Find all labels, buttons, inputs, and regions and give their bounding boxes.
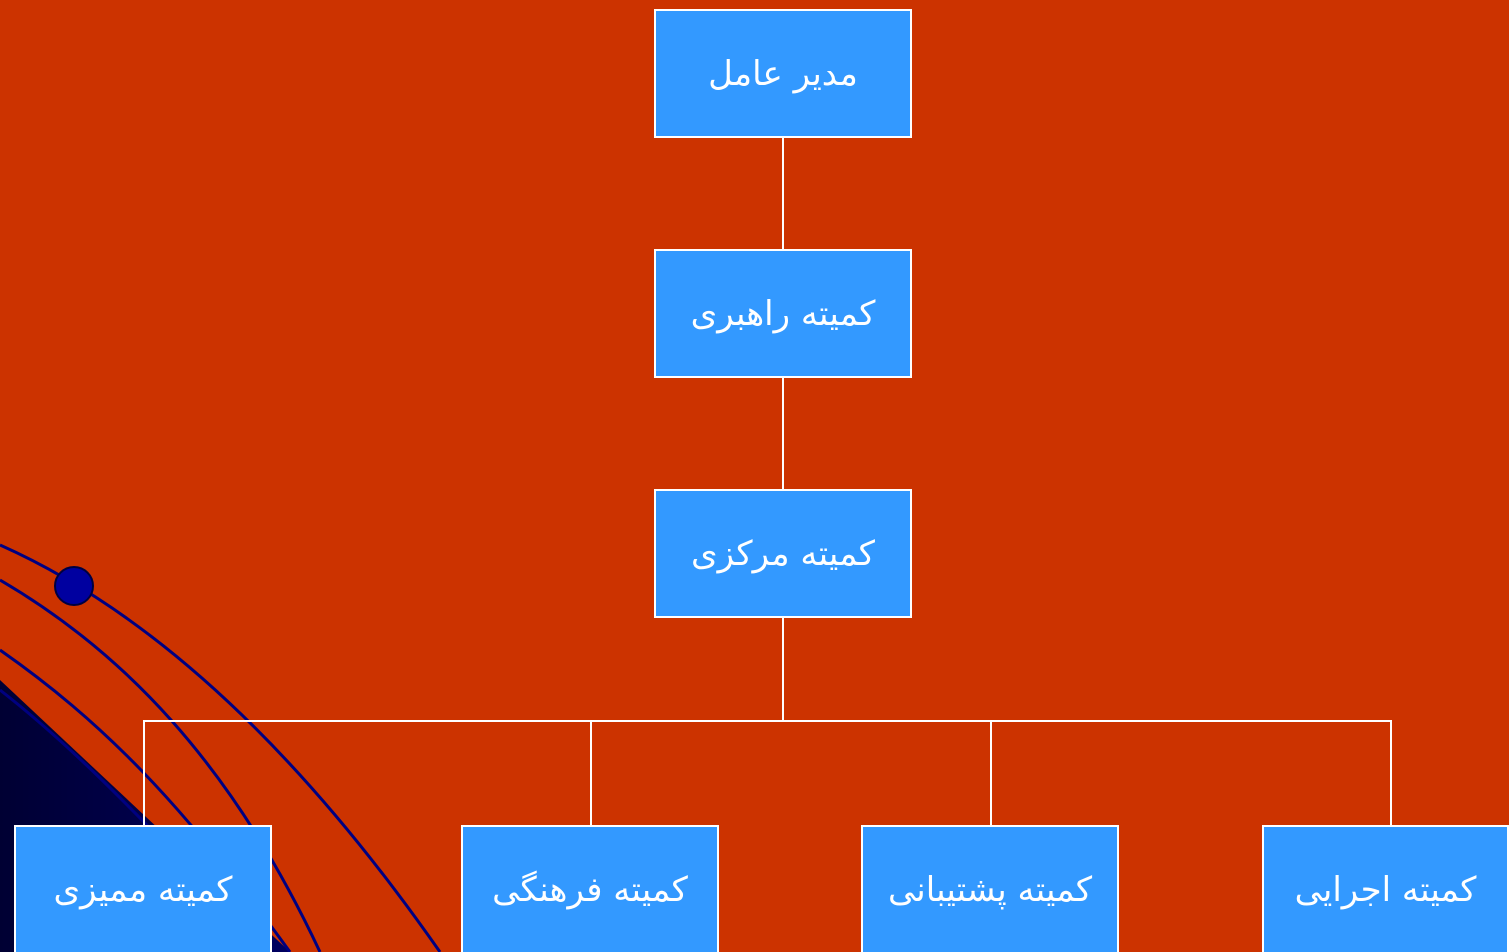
connector-drop-cultural — [590, 720, 592, 826]
node-ceo: مدیر عامل — [654, 9, 912, 138]
connector-steering-central — [782, 376, 784, 490]
connector-ceo-steering — [782, 136, 784, 250]
connector-drop-support — [990, 720, 992, 826]
node-central-committee: کمیته مرکزی — [654, 489, 912, 618]
connector-drop-audit — [143, 720, 145, 826]
arc-line-1 — [0, 543, 442, 952]
connector-drop-executive — [1390, 720, 1392, 826]
connector-horizontal-bus — [143, 720, 1392, 722]
node-executive-committee: کمیته اجرایی — [1262, 825, 1509, 952]
node-audit-committee: کمیته ممیزی — [14, 825, 272, 952]
node-cultural-committee: کمیته فرهنگی — [461, 825, 719, 952]
node-steering-committee: کمیته راهبری — [654, 249, 912, 378]
connector-central-bus — [782, 616, 784, 722]
node-support-committee: کمیته پشتیبانی — [861, 825, 1119, 952]
circle-bullet-icon — [54, 566, 94, 606]
